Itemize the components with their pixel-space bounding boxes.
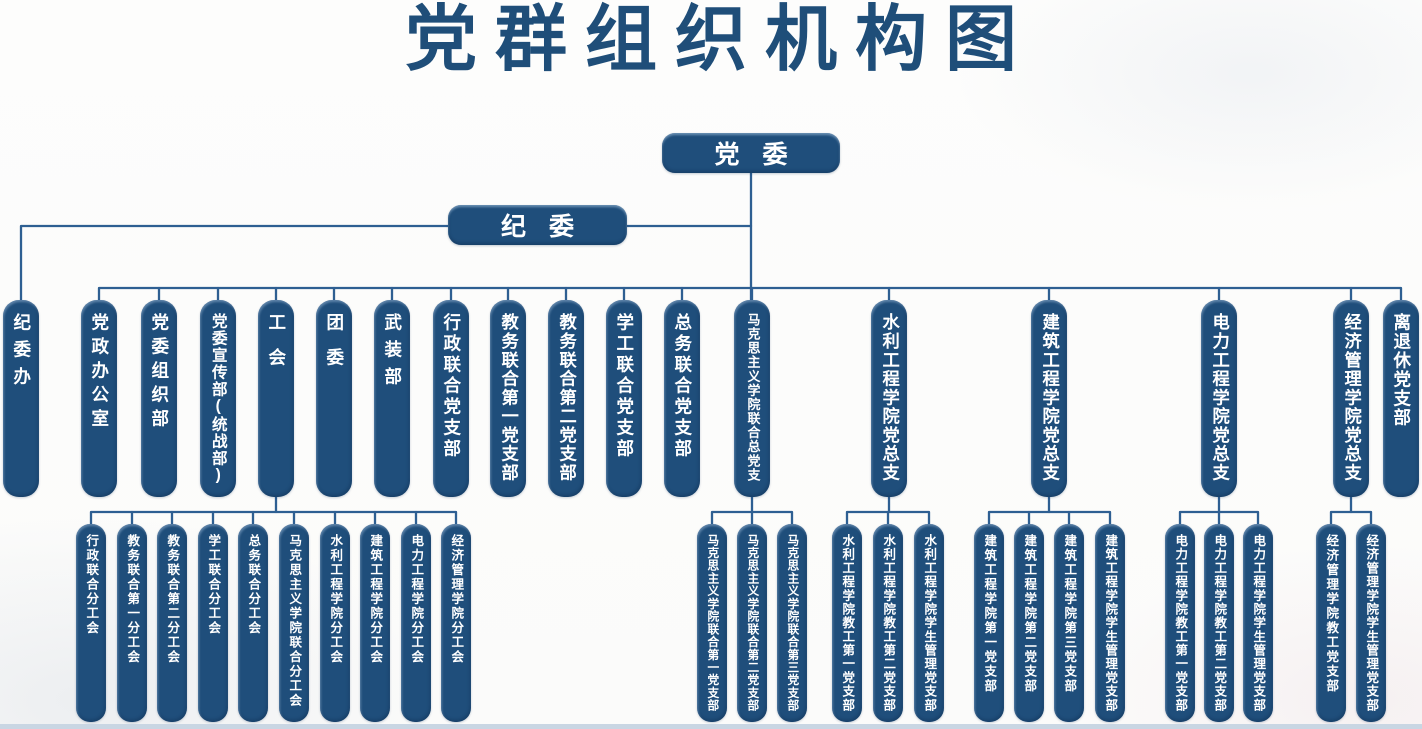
connector-line [1329,510,1373,528]
org-node-dept-14-child-4: 建筑工程学院学生管理党支部 [1095,524,1125,722]
org-node-dept-11: 总务联合党支部 [664,300,700,497]
org-node-dept-14-child-2: 建筑工程学院第二党支部 [1014,524,1044,722]
org-node-dept-13-child-2-label: 水利工程学院教工第二党支部 [881,534,896,712]
org-node-dept-14: 建筑工程学院党总支 [1031,300,1067,497]
org-node-dept-4-child-8-label: 建筑工程学院分工会 [368,534,383,665]
org-node-dept-4-child-4: 学工联合分工会 [198,524,228,722]
org-node-dept-4-child-3: 教务联合第二分工会 [157,524,187,722]
org-node-dept-4-child-9: 电力工程学院分工会 [401,524,431,722]
org-node-dept-8: 教务联合第一党支部 [490,300,526,497]
page-title: 党群组织机构图 [404,0,1035,80]
org-node-dept-12-child-2-label: 马克思主义学院联合第二党支部 [745,534,759,713]
org-node-dept-16-child-1-label: 经济管理学院教工党支部 [1324,534,1339,694]
org-node-dept-13: 水利工程学院党总支 [871,300,907,497]
connector-line [987,510,1112,528]
org-node-dept-2-label: 党委组织部 [149,313,170,433]
org-node-dept-4-child-6: 马克思主义学院联合分工会 [279,524,309,722]
org-node-dept-4-child-10-label: 经济管理学院分工会 [449,534,464,665]
footer-strip [0,724,1422,729]
org-node-dept-14-child-3-label: 建筑工程学院第三党支部 [1062,534,1077,694]
org-node-dept-13-child-3: 水利工程学院学生管理党支部 [914,524,944,722]
org-node-dept-14-child-4-label: 建筑工程学院学生管理党支部 [1103,534,1118,712]
org-node-dept-3: 党委宣传部(统战部) [200,300,236,497]
org-node-dept-12: 马克思主义学院联合总党支 [734,300,770,497]
org-node-dept-4-child-2-label: 教务联合第一分工会 [125,534,140,665]
org-node-dept-4-child-10: 经济管理学院分工会 [441,524,471,722]
org-node-discipline-office-label: 纪委办 [11,313,32,394]
org-node-dept-14-child-1-label: 建筑工程学院第一党支部 [982,534,997,694]
org-node-dept-14-child-3: 建筑工程学院第三党支部 [1054,524,1084,722]
org-node-dept-16-child-1: 经济管理学院教工党支部 [1316,524,1346,722]
org-node-dept-4-child-5-label: 总务联合分工会 [246,534,261,636]
org-node-discipline-office: 纪委办 [3,300,39,497]
org-node-dept-15-child-1-label: 电力工程学院教工第一党支部 [1173,534,1188,712]
org-node-dept-4-child-2: 教务联合第一分工会 [117,524,147,722]
org-node-dept-13-child-1: 水利工程学院教工第一党支部 [832,524,862,722]
org-node-dept-12-child-3-label: 马克思主义学院联合第三党支部 [785,534,799,713]
org-node-dept-13-child-1-label: 水利工程学院教工第一党支部 [840,534,855,712]
org-node-dept-1-label: 党政办公室 [89,313,110,433]
org-node-dept-1: 党政办公室 [81,300,117,497]
org-node-party-committee: 党 委 [662,133,840,173]
org-node-dept-16-label: 经济管理学院党总支 [1341,313,1362,483]
org-node-dept-5: 团委 [316,300,352,497]
connector-line [19,224,450,304]
org-node-dept-4-child-4-label: 学工联合分工会 [206,534,221,636]
org-node-dept-4-child-5: 总务联合分工会 [238,524,268,722]
org-node-dept-13-label: 水利工程学院党总支 [879,313,900,483]
org-node-dept-12-child-1: 马克思主义学院联合第一党支部 [697,524,727,722]
org-node-dept-4-child-9-label: 电力工程学院分工会 [409,534,424,665]
org-node-dept-4-child-7-label: 水利工程学院分工会 [328,534,343,665]
org-node-dept-11-label: 总务联合党支部 [672,313,693,460]
org-node-dept-13-child-2: 水利工程学院教工第二党支部 [873,524,903,722]
org-node-dept-4-child-1-label: 行政联合分工会 [84,534,99,636]
org-node-dept-10-label: 学工联合党支部 [614,313,635,460]
org-node-dept-2: 党委组织部 [141,300,177,497]
org-node-party-committee-label: 党 委 [714,141,796,169]
org-node-dept-14-label: 建筑工程学院党总支 [1039,313,1060,483]
org-node-dept-5-label: 团委 [324,313,345,383]
org-node-dept-16-child-2: 经济管理学院学生管理党支部 [1356,524,1386,722]
org-node-dept-6: 武装部 [374,300,410,497]
org-node-dept-10: 学工联合党支部 [606,300,642,497]
org-node-dept-16-child-2-label: 经济管理学院学生管理党支部 [1364,534,1379,712]
org-node-dept-12-child-3: 马克思主义学院联合第三党支部 [777,524,807,722]
org-node-dept-9: 教务联合第二党支部 [548,300,584,497]
org-node-dept-7-label: 行政联合党支部 [441,313,462,460]
org-node-dept-7: 行政联合党支部 [433,300,469,497]
org-node-dept-13-child-3-label: 水利工程学院学生管理党支部 [922,534,937,712]
org-node-dept-15: 电力工程学院党总支 [1201,300,1237,497]
org-node-dept-12-label: 马克思主义学院联合总党支 [745,313,761,483]
org-node-dept-12-child-1-label: 马克思主义学院联合第一党支部 [705,534,719,713]
org-node-dept-15-child-3: 电力工程学院学生管理党支部 [1243,524,1273,722]
org-node-discipline-committee: 纪 委 [448,205,627,245]
org-node-dept-17: 离退休党支部 [1383,300,1419,497]
org-node-dept-4-child-6-label: 马克思主义学院联合分工会 [287,534,302,708]
org-node-dept-17-label: 离退休党支部 [1391,313,1412,427]
org-node-dept-15-child-2: 电力工程学院教工第二党支部 [1204,524,1234,722]
org-node-dept-6-label: 武装部 [382,313,403,394]
org-node-dept-15-child-3-label: 电力工程学院学生管理党支部 [1251,534,1266,712]
org-node-dept-14-child-1: 建筑工程学院第一党支部 [974,524,1004,722]
org-node-dept-4-child-8: 建筑工程学院分工会 [360,524,390,722]
connector-line [97,286,1403,304]
org-node-dept-15-label: 电力工程学院党总支 [1209,313,1230,483]
org-node-dept-4-child-3-label: 教务联合第二分工会 [165,534,180,665]
org-node-dept-4-child-7: 水利工程学院分工会 [320,524,350,722]
org-node-dept-8-label: 教务联合第一党支部 [498,313,519,483]
org-node-dept-15-child-2-label: 电力工程学院教工第二党支部 [1212,534,1227,712]
org-node-discipline-committee-label: 纪 委 [501,213,582,241]
org-node-dept-12-child-2: 马克思主义学院联合第二党支部 [737,524,767,722]
org-node-dept-14-child-2-label: 建筑工程学院第二党支部 [1022,534,1037,694]
org-node-dept-4: 工会 [258,300,294,497]
org-node-dept-4-label: 工会 [266,313,287,383]
org-node-dept-16: 经济管理学院党总支 [1333,300,1369,497]
org-node-dept-4-child-1: 行政联合分工会 [76,524,106,722]
org-node-dept-9-label: 教务联合第二党支部 [556,313,577,483]
org-node-dept-15-child-1: 电力工程学院教工第一党支部 [1165,524,1195,722]
connector-line [89,510,458,528]
org-node-dept-3-label: 党委宣传部(统战部) [209,313,227,485]
